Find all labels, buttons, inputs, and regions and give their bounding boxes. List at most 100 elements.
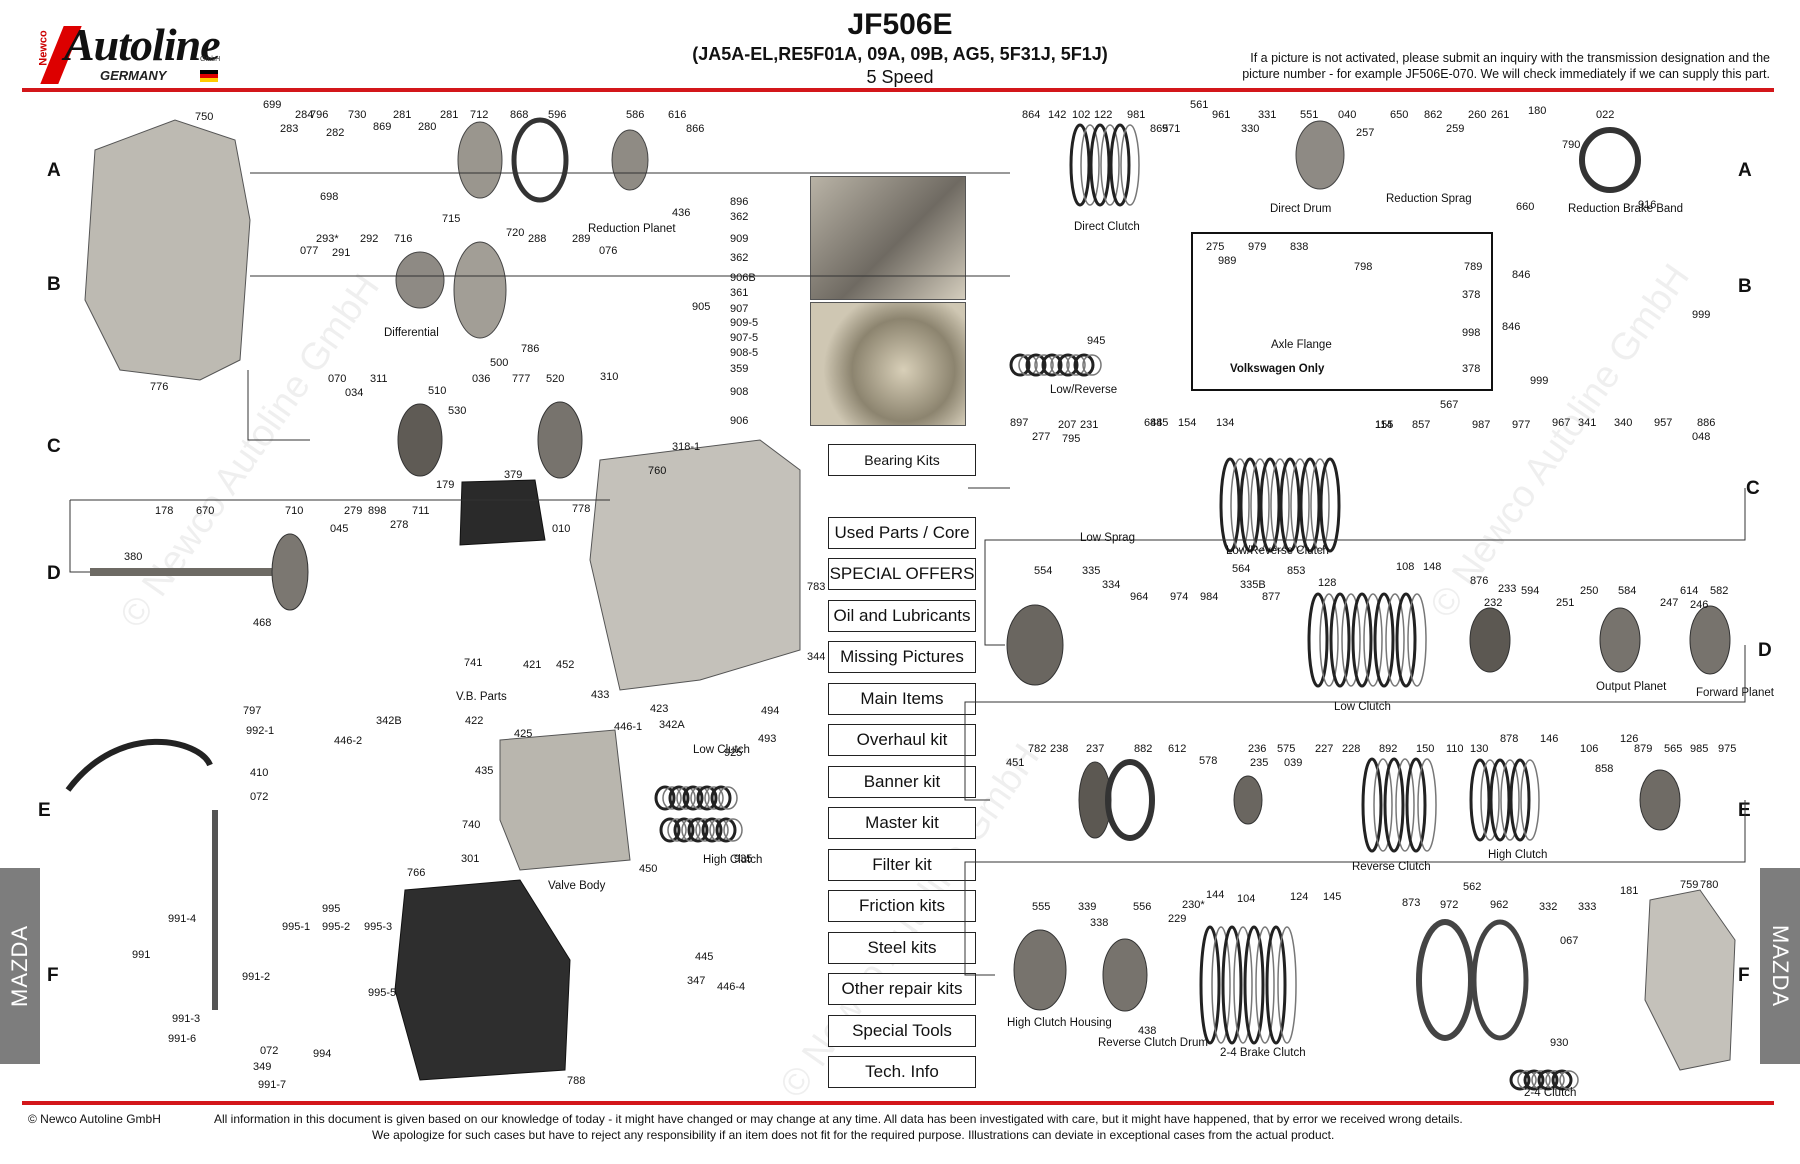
direct-clutch-plate[interactable]: [1089, 123, 1111, 207]
part-number-label[interactable]: 865: [1150, 123, 1168, 135]
low-clutch-plate[interactable]: [1407, 593, 1427, 687]
part-number-label[interactable]: 975: [1718, 743, 1736, 755]
part-number-label[interactable]: 780: [1700, 879, 1718, 891]
part-number-label[interactable]: 421: [523, 659, 541, 671]
part-number-label[interactable]: 715: [442, 213, 460, 225]
menu-tech-info[interactable]: Tech. Info: [828, 1056, 976, 1088]
part-number-label[interactable]: 698: [320, 191, 338, 203]
part-number-label[interactable]: 291: [332, 247, 350, 259]
brake-clutch-plate[interactable]: [1243, 925, 1265, 1045]
low-reverse-spring[interactable]: [1066, 354, 1086, 376]
high-clutch-spring[interactable]: [681, 818, 701, 842]
rear-case-759[interactable]: [1644, 889, 1736, 1071]
part-number-label[interactable]: 145: [1323, 891, 1341, 903]
part-number-label[interactable]: 711: [412, 505, 430, 517]
part-number-label[interactable]: 446-2: [334, 735, 362, 747]
high-clutch-plate[interactable]: [1469, 758, 1491, 842]
menu-used-parts-core[interactable]: Used Parts / Core: [828, 517, 976, 549]
part-number-label[interactable]: 179: [436, 479, 454, 491]
part-number-label[interactable]: 289: [572, 233, 590, 245]
planet-586[interactable]: [611, 129, 649, 191]
part-number-label[interactable]: 232: [1484, 597, 1502, 609]
part-number-label[interactable]: 237: [1086, 743, 1104, 755]
part-number-label[interactable]: 555: [1032, 901, 1050, 913]
menu-other-repair-kits[interactable]: Other repair kits: [828, 973, 976, 1005]
part-number-label[interactable]: 048: [1692, 431, 1710, 443]
part-number-label[interactable]: 362: [730, 211, 748, 223]
part-number-label[interactable]: 281: [440, 109, 458, 121]
part-number-label[interactable]: 712: [470, 109, 488, 121]
menu-friction-kits[interactable]: Friction kits: [828, 890, 976, 922]
part-number-label[interactable]: 935: [734, 853, 752, 865]
part-number-label[interactable]: 750: [195, 111, 213, 123]
part-number-label[interactable]: 554: [1034, 565, 1052, 577]
part-number-label[interactable]: 582: [1710, 585, 1728, 597]
brake-clutch-plate[interactable]: [1221, 925, 1243, 1045]
part-number-label[interactable]: 070: [328, 373, 346, 385]
high-clutch-spring[interactable]: [701, 817, 723, 843]
part-number-label[interactable]: 410: [250, 767, 268, 779]
direct-clutch-plate[interactable]: [1109, 123, 1131, 207]
part-number-label[interactable]: 562: [1463, 881, 1481, 893]
part-number-label[interactable]: 435: [475, 765, 493, 777]
low-reverse-spring[interactable]: [1050, 354, 1070, 376]
part-number-label[interactable]: 985: [1690, 743, 1708, 755]
part-number-label[interactable]: 318-1: [672, 441, 700, 453]
part-number-label[interactable]: 446-4: [717, 981, 745, 993]
high-clutch-spring[interactable]: [687, 817, 709, 843]
menu-filter-kit[interactable]: Filter kit: [828, 849, 976, 881]
part-number-label[interactable]: 885: [1150, 417, 1168, 429]
ring-gear-720[interactable]: [453, 241, 507, 339]
direct-clutch-plate[interactable]: [1069, 123, 1091, 207]
part-number-label[interactable]: 178: [155, 505, 173, 517]
part-number-label[interactable]: 670: [196, 505, 214, 517]
part-number-label[interactable]: 520: [546, 373, 564, 385]
part-number-label[interactable]: 227: [1315, 743, 1333, 755]
part-number-label[interactable]: 991-6: [168, 1033, 196, 1045]
part-number-label[interactable]: 250: [1580, 585, 1598, 597]
part-number-label[interactable]: 076: [599, 245, 617, 257]
part-number-label[interactable]: 896: [730, 196, 748, 208]
reverse-clutch-plate[interactable]: [1405, 757, 1427, 853]
part-number-label[interactable]: 102: [1072, 109, 1090, 121]
part-number-label[interactable]: 868: [510, 109, 528, 121]
part-number-label[interactable]: 575: [1277, 743, 1295, 755]
part-number-label[interactable]: 235: [1250, 757, 1268, 769]
part-number-label[interactable]: 010: [552, 523, 570, 535]
part-number-label[interactable]: 284: [295, 109, 313, 121]
low-reverse-spring[interactable]: [1018, 354, 1038, 376]
part-number-label[interactable]: 857: [1412, 419, 1430, 431]
part-number-label[interactable]: 333: [1578, 901, 1596, 913]
menu-master-kit[interactable]: Master kit: [828, 807, 976, 839]
menu-banner-kit[interactable]: Banner kit: [828, 766, 976, 798]
part-number-label[interactable]: 907: [730, 303, 748, 315]
part-number-label[interactable]: 740: [462, 819, 480, 831]
part-number-label[interactable]: 452: [556, 659, 574, 671]
part-number-label[interactable]: 292: [360, 233, 378, 245]
part-number-label[interactable]: 578: [1199, 755, 1217, 767]
part-number-label[interactable]: 438: [1138, 1025, 1156, 1037]
part-number-label[interactable]: 468: [253, 617, 271, 629]
pump-520[interactable]: [537, 401, 583, 479]
part-number-label[interactable]: 858: [1595, 763, 1613, 775]
part-number-label[interactable]: 710: [285, 505, 303, 517]
reverse-clutch-plate[interactable]: [1373, 758, 1393, 852]
part-number-label[interactable]: 445: [695, 951, 713, 963]
bracket-010[interactable]: [459, 479, 546, 546]
low-clutch-plate[interactable]: [1373, 592, 1395, 688]
clutch-24-spring[interactable]: [1517, 1070, 1537, 1090]
part-number-label[interactable]: 984: [1200, 591, 1218, 603]
part-number-label[interactable]: 380: [124, 551, 142, 563]
part-number-label[interactable]: 741: [464, 657, 482, 669]
part-number-label[interactable]: 760: [648, 465, 666, 477]
low-reverse-clutch-plate[interactable]: [1259, 457, 1281, 553]
direct-clutch-plate[interactable]: [1080, 124, 1100, 206]
part-number-label[interactable]: 335B: [1240, 579, 1266, 591]
part-number-label[interactable]: 790: [1562, 139, 1580, 151]
low-clutch-plate[interactable]: [1341, 593, 1361, 687]
part-number-label[interactable]: 916: [1638, 199, 1656, 211]
low-reverse-spring[interactable]: [1025, 353, 1047, 377]
low-reverse-spring[interactable]: [1009, 353, 1031, 377]
part-number-label[interactable]: 962: [1490, 899, 1508, 911]
high-clutch-plate[interactable]: [1500, 759, 1520, 841]
